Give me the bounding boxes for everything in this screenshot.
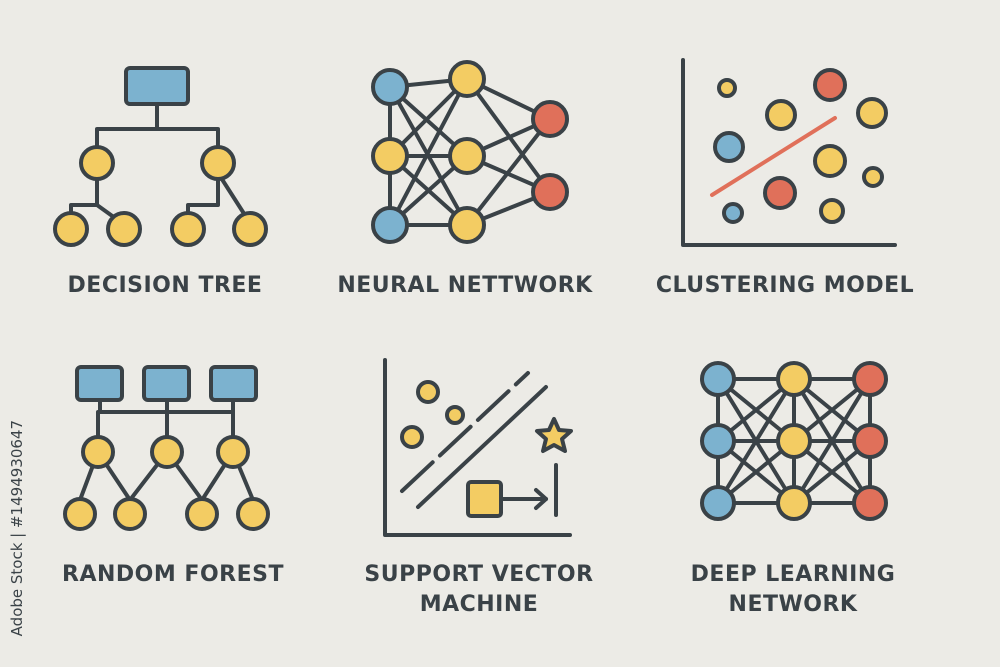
network-node xyxy=(700,361,736,397)
network-edge xyxy=(716,377,796,505)
input-node xyxy=(371,206,409,244)
data-point xyxy=(717,78,737,98)
branch-node xyxy=(81,435,115,469)
input-node xyxy=(371,137,409,175)
network-node xyxy=(700,423,736,459)
stock-id-text: Adobe Stock | #1494930647 xyxy=(8,420,26,637)
leaf-node xyxy=(113,497,147,531)
neural-network-icon xyxy=(371,60,569,244)
leaf-node xyxy=(106,211,142,247)
data-point xyxy=(813,68,847,102)
star-icon xyxy=(535,417,573,453)
data-point xyxy=(713,131,745,163)
clustering-model-label: CLUSTERING MODEL xyxy=(655,273,915,298)
clustering-model-icon xyxy=(681,58,897,247)
network-edge xyxy=(792,377,872,505)
branch-node xyxy=(79,145,115,181)
output-node xyxy=(531,100,569,138)
tree-root xyxy=(75,365,124,402)
hidden-node xyxy=(448,137,486,175)
data-point xyxy=(813,144,847,178)
leaf-node xyxy=(170,211,206,247)
data-point xyxy=(722,202,744,224)
data-point xyxy=(862,166,884,188)
network-node xyxy=(776,423,812,459)
deep-learning-network-icon xyxy=(700,361,888,521)
neural-network-label: NEURAL NETTWORK xyxy=(337,273,593,298)
support-vector-machine-label-2: MACHINE xyxy=(419,592,539,617)
square-point xyxy=(466,480,503,518)
data-point xyxy=(416,380,440,404)
branch-node xyxy=(150,435,184,469)
margin-line-dashed xyxy=(400,371,530,493)
trend-line xyxy=(710,116,837,197)
arrow-right-icon xyxy=(501,463,558,517)
network-node xyxy=(776,361,812,397)
data-point xyxy=(400,425,424,449)
leaf-node xyxy=(63,497,97,531)
hidden-node xyxy=(448,206,486,244)
data-point xyxy=(445,405,465,425)
network-node xyxy=(776,485,812,521)
branch-node xyxy=(216,435,250,469)
network-node xyxy=(852,485,888,521)
data-point xyxy=(765,99,797,131)
support-vector-machine-icon xyxy=(383,358,573,537)
leaf-node xyxy=(236,497,270,531)
random-forest-icon xyxy=(63,365,270,531)
output-node xyxy=(531,173,569,211)
leaf-node xyxy=(232,211,268,247)
support-vector-machine-label: SUPPORT VECTOR xyxy=(364,562,594,587)
random-forest-label: RANDOM FOREST xyxy=(62,562,284,587)
tree-root xyxy=(209,365,258,402)
hidden-node xyxy=(448,60,486,98)
data-point xyxy=(763,176,797,210)
leaf-node xyxy=(185,497,219,531)
deep-learning-network-label: DEEP LEARNING xyxy=(690,562,896,587)
decision-tree-icon xyxy=(53,66,268,247)
decision-tree-label: DECISION TREE xyxy=(67,273,263,298)
branch-node xyxy=(200,145,236,181)
network-node xyxy=(700,485,736,521)
root-node xyxy=(124,66,190,106)
leaf-node xyxy=(53,211,89,247)
network-node xyxy=(852,423,888,459)
deep-learning-network-label-2: NETWORK xyxy=(728,592,858,617)
input-node xyxy=(371,68,409,106)
data-point xyxy=(856,97,888,129)
tree-root xyxy=(142,365,191,402)
network-node xyxy=(852,361,888,397)
data-point xyxy=(819,198,845,224)
hyperplane-line xyxy=(416,385,548,509)
